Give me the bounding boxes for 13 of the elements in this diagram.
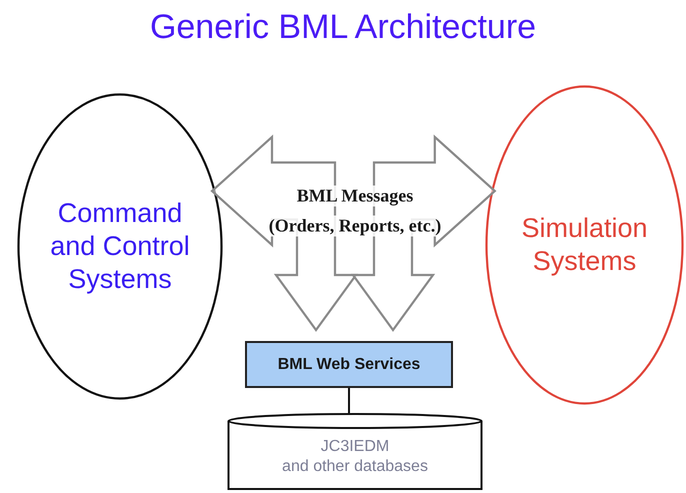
connector-line	[348, 388, 350, 414]
message-label: BML Messages	[294, 186, 416, 206]
database-cylinder	[227, 413, 483, 491]
system-label: Simulation Systems	[520, 212, 649, 278]
system-ellipse	[17, 93, 223, 400]
diagram-title: Generic BML Architecture	[148, 8, 538, 47]
system-ellipse	[485, 85, 684, 405]
system-label: Command and Control Systems	[49, 197, 191, 296]
service-box	[245, 341, 453, 388]
database-label: JC3IEDM	[320, 437, 390, 457]
service-label: BML Web Services	[278, 354, 420, 374]
message-label: (Orders, Reports, etc.)	[266, 216, 444, 236]
database-label: and other databases	[282, 457, 428, 477]
